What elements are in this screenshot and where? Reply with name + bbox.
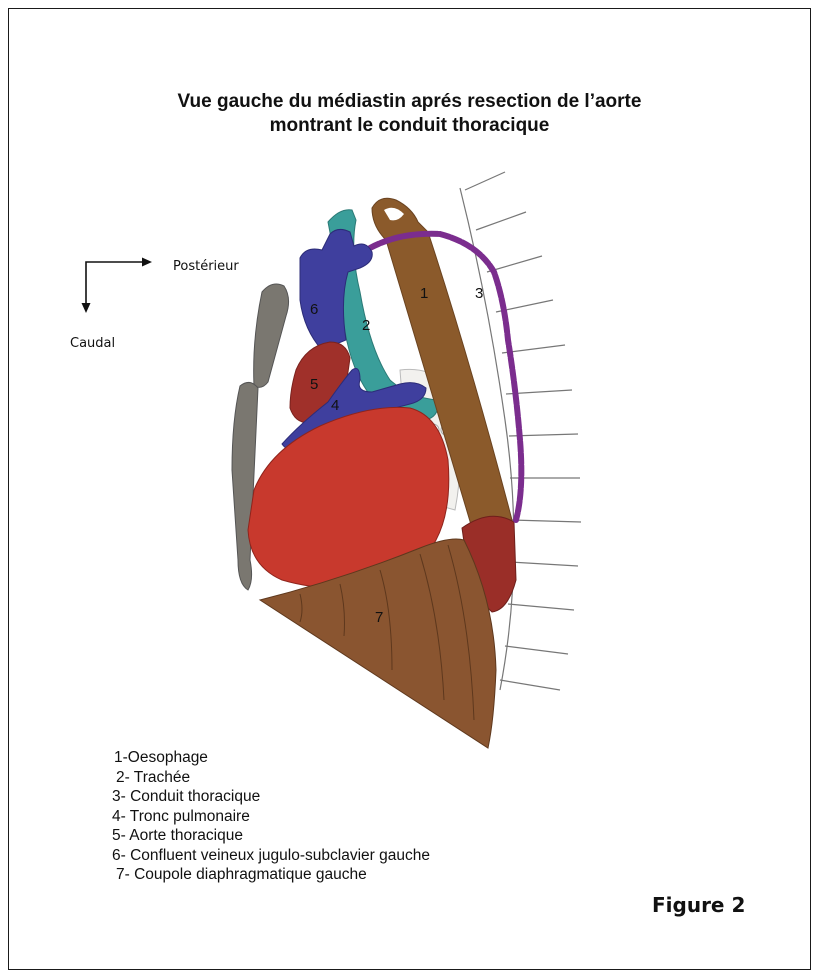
number-aorta: 5 — [310, 376, 318, 393]
posterior-label: Postérieur — [173, 259, 239, 274]
legend: 1-Oesophage 2- Trachée 3- Conduit thorac… — [112, 748, 430, 885]
number-trachea: 2 — [362, 317, 370, 334]
legend-item: 1-Oesophage — [112, 748, 430, 768]
legend-item: 6- Confluent veineux jugulo-subclavier g… — [112, 846, 430, 866]
number-diaphragm: 7 — [375, 609, 383, 626]
figure-label: Figure 2 — [652, 893, 745, 917]
orientation-arrows — [82, 258, 153, 314]
legend-item: 2- Trachée — [112, 768, 430, 788]
legend-item: 5- Aorte thoracique — [112, 826, 430, 846]
number-venous-confluent: 6 — [310, 301, 318, 318]
legend-item: 3- Conduit thoracique — [112, 787, 430, 807]
number-thoracic-duct: 3 — [475, 285, 483, 302]
caudal-label: Caudal — [70, 336, 115, 351]
legend-item: 7- Coupole diaphragmatique gauche — [112, 865, 430, 885]
legend-item: 4- Tronc pulmonaire — [112, 807, 430, 827]
number-pulmonary-trunk: 4 — [331, 397, 339, 414]
number-oesophagus: 1 — [420, 285, 428, 302]
